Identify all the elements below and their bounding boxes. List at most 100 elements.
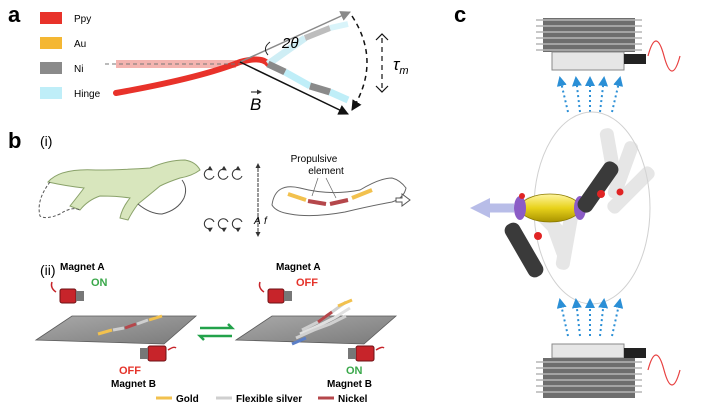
field-arrow-b (239, 61, 349, 115)
legend-label-gold: Gold (176, 394, 199, 405)
magnet-scene-right: Magnet A OFF ON Magnet B (234, 262, 398, 390)
legend-label-nickel: Nickel (338, 394, 368, 405)
coil-top-body (543, 18, 635, 52)
travel-arrow-head (470, 198, 490, 218)
magnet-a-left-wire (50, 281, 57, 293)
hinge-upper-end (329, 21, 349, 31)
legend-label-hinge: Hinge (74, 89, 101, 100)
panel-c-letter: c (454, 2, 466, 27)
magnet-b-right-state: ON (346, 365, 363, 377)
hinged-rod-diagram: 2θ τm B (105, 11, 409, 115)
element-nickel-2 (329, 198, 349, 206)
angle-arc (264, 41, 271, 56)
rotation-arc (351, 15, 368, 111)
magnet-a-right-coil (267, 288, 285, 304)
left-swimmer-nickel (124, 322, 137, 330)
lizard-body (47, 159, 201, 221)
joint-dot-3 (616, 188, 624, 196)
coil-top-windings (536, 19, 642, 51)
magnet-scene-left: Magnet A ON OFF Magnet B (34, 262, 198, 390)
fan-path-3 (295, 314, 347, 340)
lizard-tail-outline (38, 181, 81, 219)
magnet-b-left-state: OFF (119, 365, 141, 377)
legend-label-ppy: Ppy (74, 14, 91, 25)
field-label: B (250, 95, 261, 114)
magnet-a-left-core (76, 291, 84, 301)
element-nickel-1 (307, 199, 327, 206)
lizard-leg-outline (137, 179, 187, 215)
swimmer-illustration: A f Propulsive element (203, 154, 411, 237)
vortex-icons-top (203, 165, 243, 180)
motion-direction-arrow (395, 193, 411, 207)
field-arrow-gray (239, 11, 351, 63)
fan-path-2 (299, 306, 351, 336)
magnet-a-left (50, 281, 84, 304)
propulsive-label-line2: element (308, 166, 344, 177)
panel-a-legend: Ppy Au Ni Hinge (40, 12, 101, 100)
swimmer-gold-body (519, 193, 581, 223)
amplitude-label: A (253, 216, 261, 227)
magnet-b-left-label: Magnet B (111, 379, 156, 390)
coil-top (536, 18, 681, 72)
magnet-a-right-state: OFF (296, 277, 318, 289)
magnet-b-left-core (140, 348, 148, 359)
coil-top-lead (624, 54, 646, 64)
magnet-b-right (348, 345, 385, 362)
magnet-b-left-wire (167, 346, 177, 351)
legend-swatch-hinge (40, 87, 62, 99)
legend-swatch-au (40, 37, 62, 49)
panel-a: a Ppy Au Ni Hinge (8, 2, 409, 115)
coil-top-sine (647, 40, 681, 72)
element-gold-1 (287, 192, 307, 202)
torque-label: τm (393, 55, 409, 77)
vortex-icons-bottom (203, 218, 243, 233)
magnet-b-right-core (348, 348, 356, 359)
left-swimmer-gold (97, 328, 113, 336)
panel-a-letter: a (8, 2, 21, 27)
swimmer-lower-arm (504, 222, 544, 278)
swimmer-upper-arm (577, 161, 619, 213)
torque-arrow-top (375, 33, 389, 41)
legend-label-ni: Ni (74, 64, 83, 75)
ni-upper (303, 25, 332, 41)
joint-dot-2 (534, 232, 542, 240)
left-swimmer-silver-2 (136, 318, 149, 326)
magnet-b-right-wire (375, 346, 385, 351)
joint-dot-1 (597, 190, 605, 198)
panel-c: c (454, 2, 681, 398)
ni-lower-2 (308, 82, 332, 96)
swimmer-3d (470, 111, 655, 305)
magnet-a-right-label: Magnet A (276, 262, 321, 273)
magnet-a-right (258, 281, 292, 304)
hinge-lower (283, 68, 312, 90)
hinge-lower-end (328, 88, 350, 104)
magnet-a-right-core (284, 291, 292, 301)
legend-swatch-ni (40, 62, 62, 74)
element-gold-2 (351, 188, 373, 200)
magnet-a-left-coil (59, 288, 77, 304)
subpanel-ii-label: (ii) (40, 262, 56, 278)
hinge-upper (265, 35, 308, 67)
joint-dot-4 (519, 193, 525, 199)
subpanel-i-label: (i) (40, 133, 52, 149)
magnet-b-left-coil (147, 345, 167, 362)
rod-ppy-segment (113, 56, 271, 96)
left-swimmer-gold-2 (148, 314, 163, 322)
fan-gold (337, 298, 353, 308)
fan-blue-end (291, 336, 307, 346)
panel-b: b (i) A f (8, 128, 411, 405)
fan-nickel (317, 310, 333, 324)
coil-bottom (536, 343, 681, 398)
switch-arrow-back (196, 334, 232, 341)
label-leader-2 (325, 177, 337, 199)
legend-label-silver: Flexible silver (236, 394, 302, 405)
coil-top-core (551, 51, 625, 71)
field-arrows-top (556, 76, 624, 113)
left-swimmer-silver (112, 326, 125, 332)
panel-b-letter: b (8, 128, 21, 153)
angle-label: 2θ (281, 35, 298, 52)
panel-b-legend: Gold Flexible silver Nickel (156, 394, 368, 405)
magnet-b-right-coil (355, 345, 375, 362)
